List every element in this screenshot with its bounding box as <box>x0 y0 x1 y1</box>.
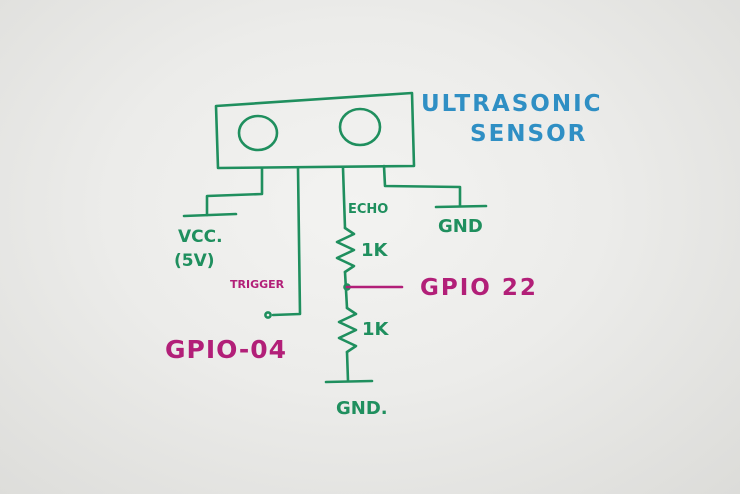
vcc-terminal-bar <box>182 212 238 218</box>
vcc-wire <box>205 166 264 217</box>
echo-wire <box>341 166 347 230</box>
gnd-top-label: GND <box>438 216 483 237</box>
trigger-label: TRIGGER <box>230 278 285 291</box>
sensor-body <box>214 91 416 170</box>
trigger-terminal <box>264 311 272 319</box>
ground-bar-bottom <box>324 379 374 384</box>
sensor-label-line1: ULTRASONIC <box>421 91 603 117</box>
ultrasonic-sensor <box>214 91 416 170</box>
vcc-voltage-label: (5V) <box>174 251 215 271</box>
trigger-branch <box>264 166 302 319</box>
sensor-label-line2: SENSOR <box>470 121 587 147</box>
echo-branch <box>324 166 374 384</box>
vcc-branch <box>182 166 264 218</box>
sensor-left-transducer <box>237 114 279 152</box>
vcc-label: VCC. <box>178 227 223 247</box>
ground-bar-top <box>434 204 488 209</box>
echo-label: ECHO <box>348 202 388 217</box>
sensor-right-transducer <box>338 107 382 147</box>
gpio-22-label: GPIO 22 <box>420 275 538 301</box>
gpio-04-label: GPIO-04 <box>165 335 287 364</box>
resistor-bottom <box>337 306 358 354</box>
gnd-bottom-label: GND. <box>336 398 388 419</box>
trigger-wire <box>271 166 302 317</box>
resistor-top <box>335 226 356 274</box>
divider-wire-low <box>345 350 350 383</box>
gnd-branch <box>382 164 488 209</box>
resistor-top-label: 1K <box>361 240 389 261</box>
gnd-wire <box>382 164 462 208</box>
resistor-bottom-label: 1K <box>362 319 390 340</box>
